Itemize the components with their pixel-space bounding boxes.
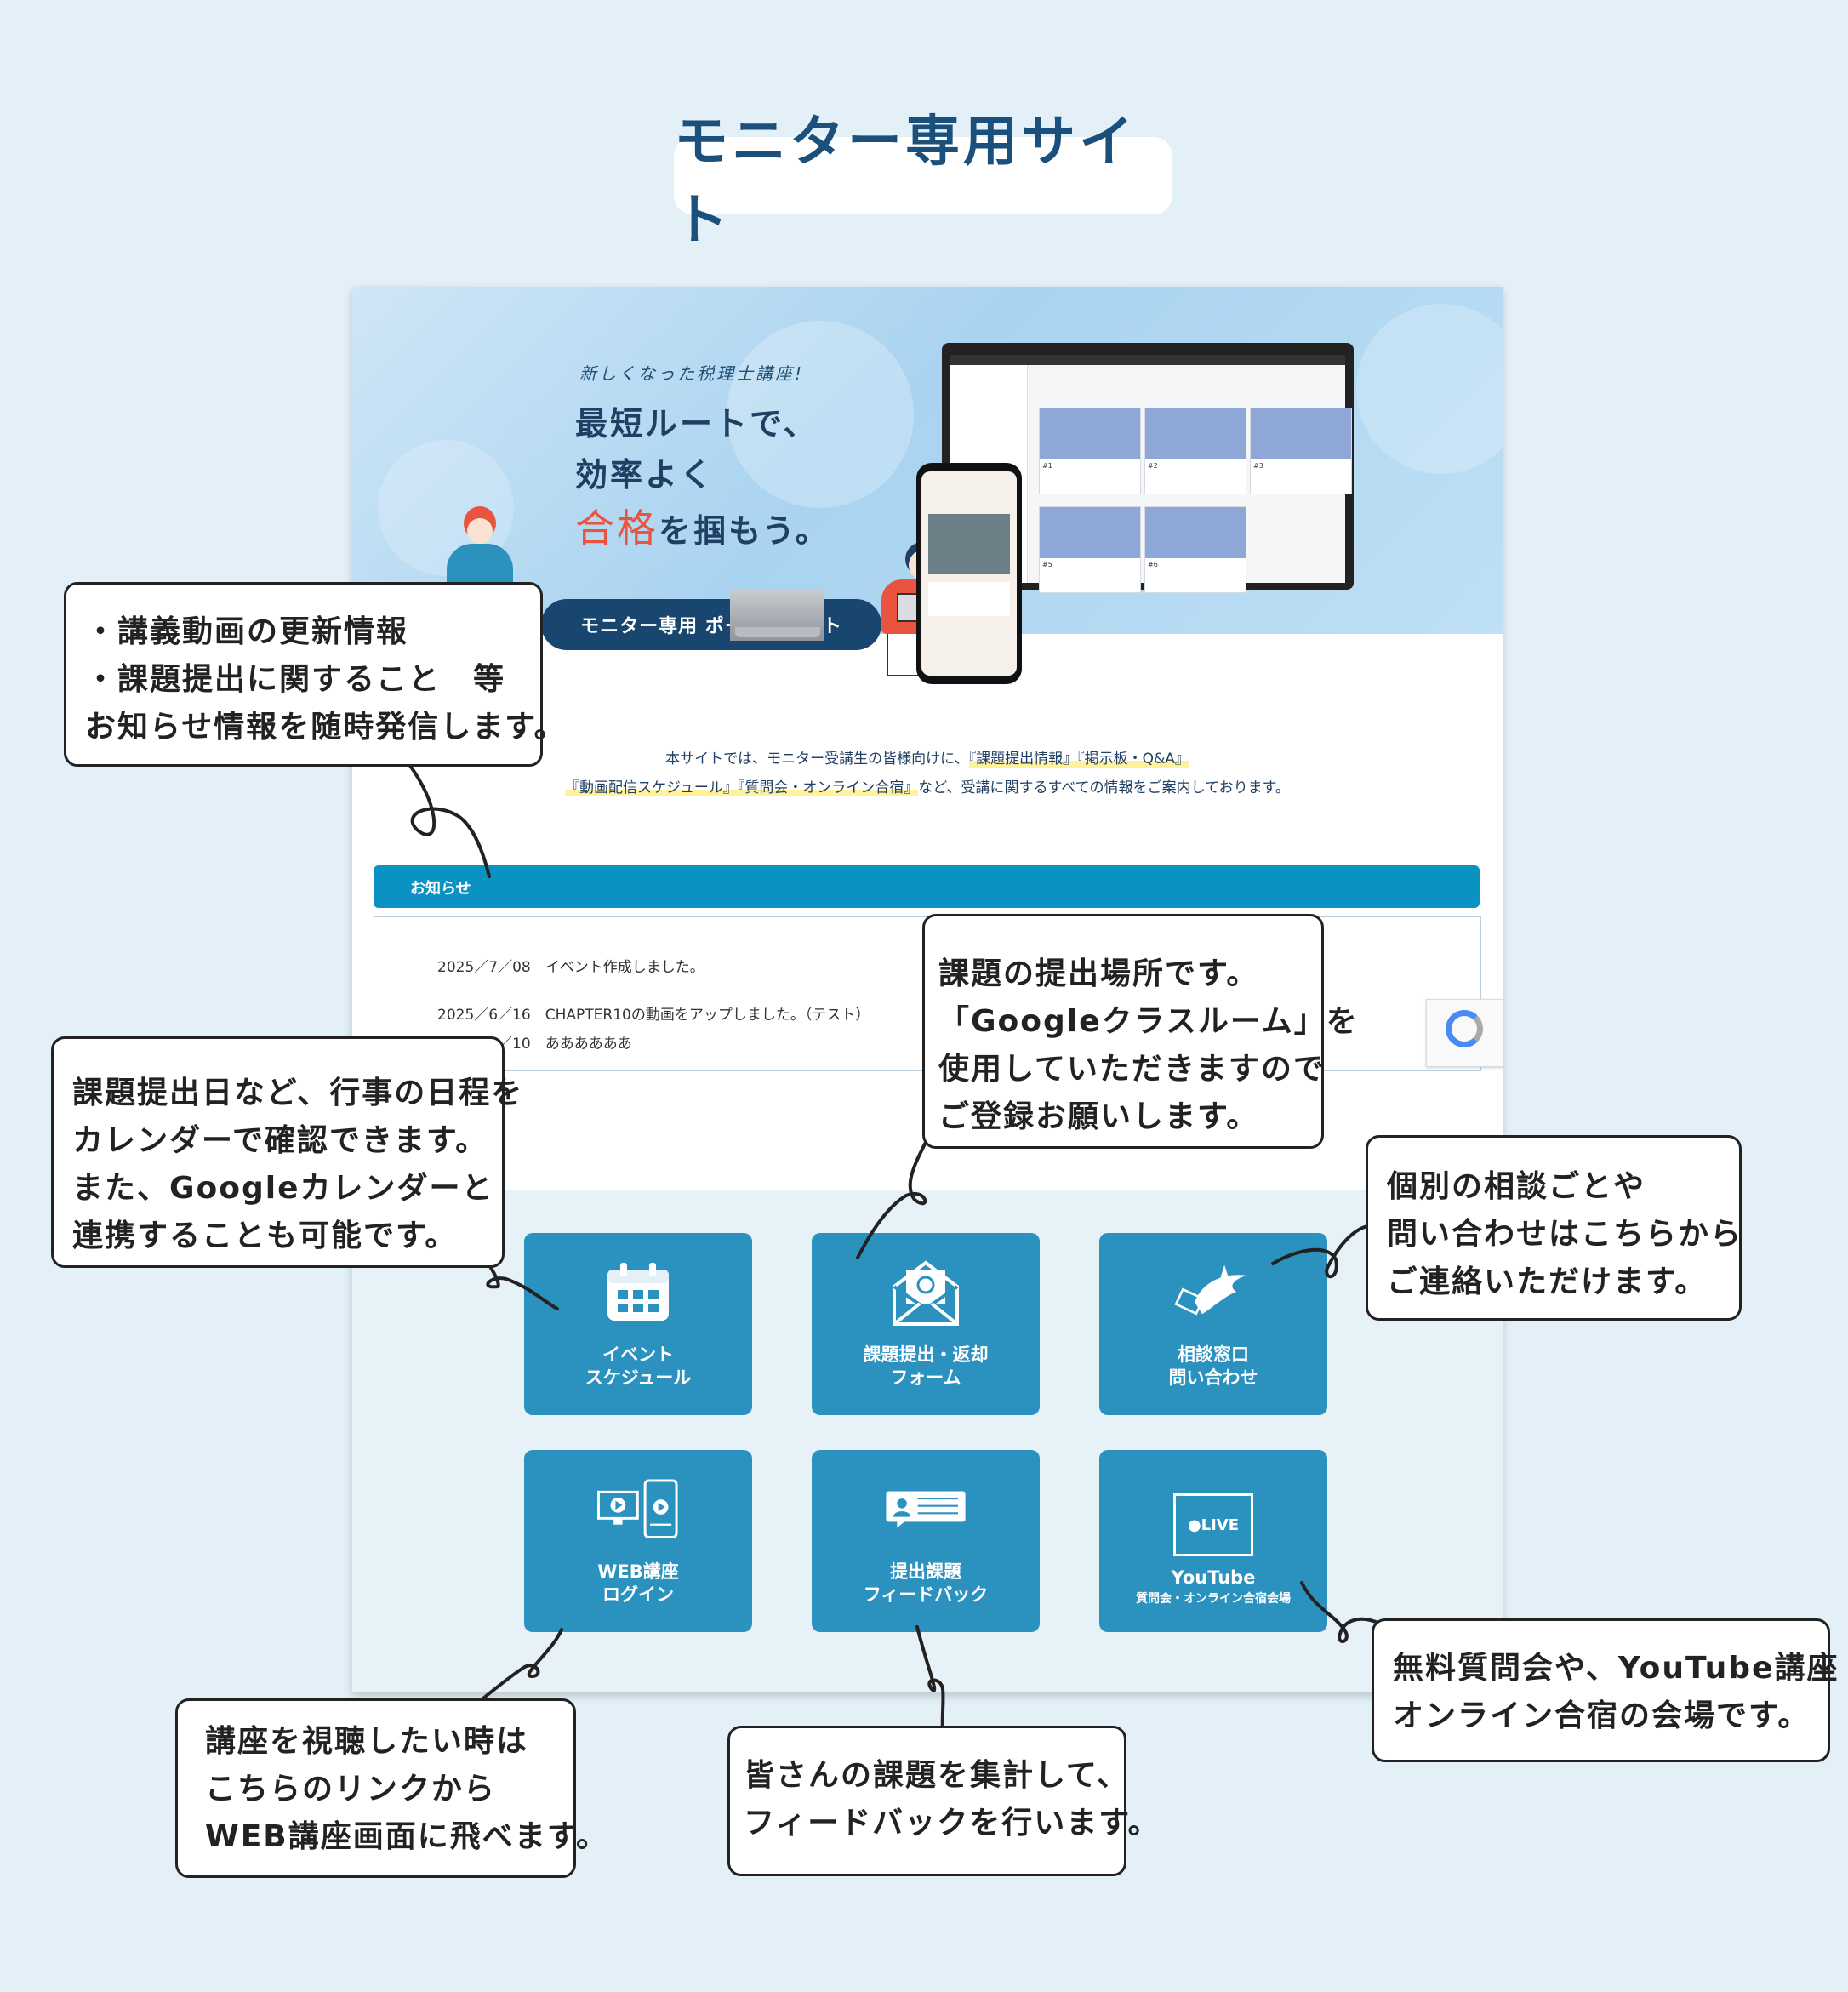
tile-label-2: スケジュール	[585, 1367, 692, 1388]
tile-web-login[interactable]: WEB講座 ログイン	[524, 1450, 752, 1632]
bird-icon	[1172, 1252, 1254, 1333]
tile-label-2: 問い合わせ	[1168, 1367, 1258, 1388]
monitor-card: #3	[1250, 408, 1352, 494]
callout-line: 問い合わせはこちらから	[1387, 1217, 1743, 1252]
callout-feedback: 皆さんの課題を集計して、 フィードバックを行います。	[727, 1726, 1161, 1876]
tile-label-1: 提出課題	[890, 1561, 961, 1582]
tile-label-2: フォーム	[890, 1367, 961, 1388]
callout-line: 課題提出日など、行事の日程を	[72, 1076, 524, 1110]
intro-line1-pre: 本サイトでは、モニター受講生の皆様向けに、	[665, 751, 969, 768]
page-title-pill: モニター専用サイト	[674, 111, 1172, 252]
callout-line: WEB講座画面に飛べます。	[205, 1819, 609, 1854]
news-date: 2025／7／08	[437, 959, 531, 976]
hero-bubble	[727, 321, 914, 508]
callout-line: 無料質問会や、YouTube講座	[1393, 1651, 1839, 1686]
callout-line: ・講義動画の更新情報	[85, 614, 409, 649]
tile-feedback[interactable]: 提出課題 フィードバック	[812, 1450, 1040, 1632]
tile-youtube[interactable]: ●LIVE YouTube 質問会・オンライン合宿会場	[1099, 1450, 1327, 1632]
chat-profile-icon	[885, 1469, 967, 1550]
tile-label-2: ログイン	[602, 1584, 674, 1605]
hero-headline-1: 最短ルートで、	[575, 405, 818, 442]
monitor-card: #2	[1144, 408, 1246, 494]
callout-line: オンライン合宿の会場です。	[1393, 1698, 1811, 1733]
page-title: モニター専用サイト	[674, 110, 1137, 252]
news-date: 2025／6／16	[437, 1007, 531, 1024]
callout-contact: 個別の相談ごとや 問い合わせはこちらから ご連絡いただけます。	[1366, 1135, 1742, 1321]
tile-label-1: 相談窓口	[1178, 1344, 1249, 1365]
callout-line: 使用していただきますので	[938, 1052, 1326, 1087]
tile-label-1: 課題提出・返却	[863, 1344, 989, 1365]
news-item[interactable]: 2025／6／16 CHAPTER10の動画をアップしました。（テスト）	[437, 1002, 870, 1024]
news-text: CHAPTER10の動画をアップしました。（テスト）	[545, 1007, 870, 1024]
callout-calendar: 課題提出日など、行事の日程を カレンダーで確認できます。 また、Googleカレ…	[51, 1036, 524, 1268]
callout-submit: 課題の提出場所です。 「Googleクラスルーム」を 使用していただきますので …	[922, 914, 1359, 1149]
live-text: ●LIVE	[1187, 1515, 1240, 1534]
callout-line: こちらのリンクから	[205, 1772, 497, 1806]
hero-headline-2: 効率よく	[575, 456, 716, 494]
callout-news-info: ・講義動画の更新情報 ・課題提出に関すること 等 お知らせ情報を随時発信します。	[64, 582, 567, 767]
news-header: お知らせ	[410, 880, 471, 898]
callout-web-login: 講座を視聴したい時は こちらのリンクから WEB講座画面に飛べます。	[175, 1698, 609, 1878]
monitor-base	[735, 627, 820, 637]
calendar-icon	[597, 1252, 679, 1333]
callout-line: 課題の提出場所です。	[938, 956, 1259, 991]
recaptcha-badge[interactable]	[1426, 999, 1503, 1067]
news-text: ああああああ	[545, 1036, 632, 1053]
phone-mockup	[916, 463, 1022, 684]
callout-line: 皆さんの課題を集計して、	[744, 1758, 1130, 1793]
callout-line: お知らせ情報を随時発信します。	[85, 710, 567, 745]
monitor-card: #5	[1039, 506, 1141, 593]
hero-bubble	[1356, 304, 1503, 474]
monitor-card: #1	[1039, 408, 1141, 494]
intro-line2-post: など、受講に関するすべての情報をご案内しております。	[918, 779, 1290, 796]
callout-line: また、Googleカレンダーと	[72, 1171, 494, 1206]
tile-submit-form[interactable]: 課題提出・返却 フォーム	[812, 1233, 1040, 1415]
recaptcha-icon	[1446, 1010, 1483, 1047]
callout-line: カレンダーで確認できます。	[72, 1123, 488, 1158]
callout-line: ・課題提出に関すること 等	[85, 662, 506, 697]
callout-line: 連携することも可能です。	[72, 1219, 458, 1253]
tile-label-1: YouTube	[1171, 1567, 1256, 1588]
callout-line: 「Googleクラスルーム」を	[938, 1004, 1359, 1039]
callout-line: 講座を視聴したい時は	[205, 1724, 529, 1759]
callout-line: フィードバックを行います。	[744, 1806, 1161, 1841]
callout-line: ご登録お願いします。	[938, 1099, 1259, 1134]
news-text: イベント作成しました。	[545, 959, 704, 976]
hero-headline-accent: 合格	[575, 505, 659, 551]
tile-label-1: WEB講座	[597, 1561, 679, 1582]
devices-icon	[597, 1469, 679, 1550]
hero-tagline: 新しくなった税理士講座!	[579, 363, 805, 384]
callout-line: 個別の相談ごとや	[1387, 1169, 1646, 1204]
tile-label-2: 質問会・オンライン合宿会場	[1136, 1592, 1291, 1606]
news-item[interactable]: 2025／7／08 イベント作成しました。	[437, 955, 704, 976]
portal-site-button[interactable]: モニター専用 ポータルサイト	[541, 599, 881, 650]
news-header-bar: お知らせ	[374, 865, 1480, 908]
hero-headline-3: 合格を掴もう。	[575, 498, 830, 554]
callout-youtube: 無料質問会や、YouTube講座 オンライン合宿の会場です。	[1372, 1618, 1839, 1762]
live-icon: ●LIVE	[1173, 1493, 1253, 1556]
tile-label-1: イベント	[602, 1344, 674, 1365]
callout-line: ご連絡いただけます。	[1387, 1264, 1708, 1299]
tile-event-schedule[interactable]: イベント スケジュール	[524, 1233, 752, 1415]
mail-icon	[885, 1252, 967, 1333]
intro-text: 本サイトでは、モニター受講生の皆様向けに、『課題提出情報』『掲示板・Q&A』 『…	[352, 745, 1503, 802]
tile-contact[interactable]: 相談窓口 問い合わせ	[1099, 1233, 1327, 1415]
intro-line1-highlight: 『課題提出情報』『掲示板・Q&A』	[968, 751, 1189, 768]
tile-label-2: フィードバック	[863, 1584, 989, 1605]
intro-line2-highlight: 『動画配信スケジュール』『質問会・オンライン合宿』	[565, 779, 919, 796]
hero-headline-rest: を掴もう。	[659, 512, 830, 550]
phone-screen	[921, 471, 1017, 676]
monitor-card: #6	[1144, 506, 1246, 593]
